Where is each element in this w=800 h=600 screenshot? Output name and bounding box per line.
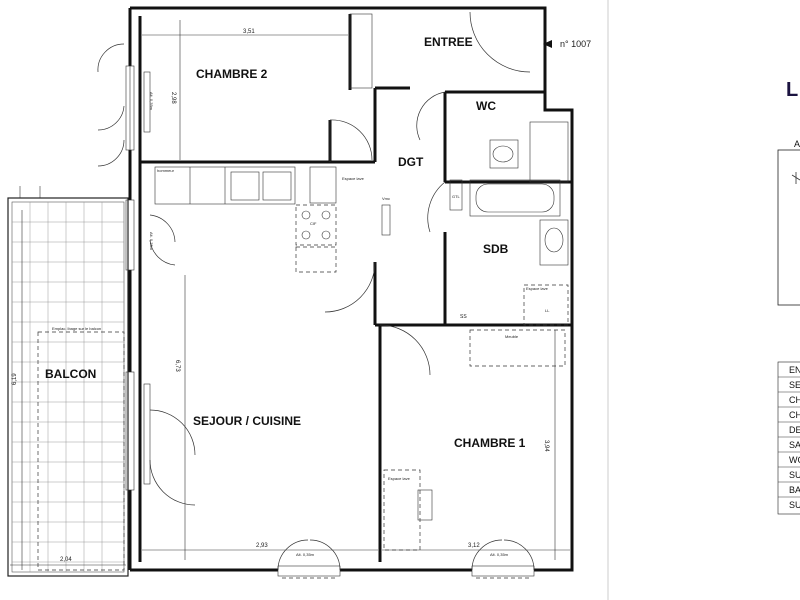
annotation-emplacement: Emplac. lbage sur le balcon bbox=[52, 326, 101, 331]
dim-sejour-depth: 6,73 bbox=[174, 360, 180, 372]
annotation-sdb-label: SS bbox=[460, 314, 467, 320]
annotation-alt-2: Alt. 0,35m bbox=[149, 232, 154, 251]
dim-balcon-width: 2,04 bbox=[60, 557, 72, 563]
dim-chambre1-depth: 3,94 bbox=[543, 440, 549, 452]
annotation-gaine: GTL bbox=[452, 194, 461, 199]
legend-table: EN SE CH CH DE SA WC SU BA SU bbox=[777, 361, 800, 515]
dim-balcon-depth: 6,19 bbox=[12, 373, 18, 385]
room-label-chambre1: CHAMBRE 1 bbox=[454, 436, 526, 450]
legend-row: SA bbox=[789, 440, 800, 450]
exterior-walls bbox=[128, 6, 574, 572]
dimension-lines bbox=[10, 20, 570, 570]
legend-row: DE bbox=[789, 425, 800, 435]
annotation-hommeur: hommeur bbox=[157, 168, 175, 173]
room-label-wc: WC bbox=[476, 99, 496, 113]
legend-row: SU bbox=[789, 470, 800, 480]
legend-row: CH bbox=[789, 395, 800, 405]
bathroom-fixtures bbox=[449, 121, 569, 326]
legend-row: WC bbox=[789, 455, 800, 465]
annotation-alt-4: Alt. 0,35m bbox=[490, 552, 509, 557]
room-label-dgt: DGT bbox=[398, 155, 424, 169]
annotation-alt-3: Alt. 0,35m bbox=[296, 552, 315, 557]
room-label-sdb: SDB bbox=[483, 242, 509, 256]
room-label-entree: ENTREE bbox=[424, 35, 473, 49]
annotation-alt-1: Alt. 0,35m bbox=[149, 92, 154, 111]
lot-number: n° 1007 bbox=[560, 39, 591, 49]
dim-chambre2-depth: 2,98 bbox=[170, 92, 176, 104]
legend-row: CH bbox=[789, 410, 800, 420]
dim-chambre1-width: 3,12 bbox=[468, 543, 480, 549]
annotation-espace-lave-3: Espace lave bbox=[526, 286, 549, 291]
annotation-meuble: Meuble bbox=[505, 334, 519, 339]
legend-header-letter: L bbox=[786, 79, 798, 101]
legend-row: EN bbox=[789, 365, 800, 375]
legend-row: SE bbox=[789, 380, 800, 390]
annotation-lot-ll: LL bbox=[545, 308, 550, 313]
balcony-floor-grid bbox=[7, 186, 129, 577]
legend-row: SU bbox=[789, 500, 800, 510]
kitchen-fixtures bbox=[154, 166, 391, 273]
legend-row: BA bbox=[789, 485, 800, 495]
doors bbox=[97, 11, 535, 571]
dim-chambre2-width: 3,51 bbox=[243, 29, 255, 35]
room-label-balcon: BALCON bbox=[45, 367, 96, 381]
annotation-espace-lave: Espace lave bbox=[342, 176, 365, 181]
lot-arrow-icon bbox=[543, 40, 552, 48]
windows bbox=[125, 65, 535, 579]
dim-sejour-width: 2,93 bbox=[256, 543, 268, 549]
annotation-vmc: Vmc bbox=[382, 196, 390, 201]
annotation-espace-lave-2: Espace lave bbox=[388, 476, 411, 481]
room-label-chambre2: CHAMBRE 2 bbox=[196, 67, 268, 81]
annotation-cuisine-code: CIF bbox=[310, 221, 317, 226]
legend-box-letter: A bbox=[794, 139, 800, 149]
room-label-sejour: SEJOUR / CUISINE bbox=[193, 414, 301, 428]
legend-panel: L A EN SE CH CH DE SA WC SU BA SU bbox=[607, 0, 800, 600]
interior-walls bbox=[140, 13, 572, 562]
compass-icon bbox=[791, 172, 800, 184]
